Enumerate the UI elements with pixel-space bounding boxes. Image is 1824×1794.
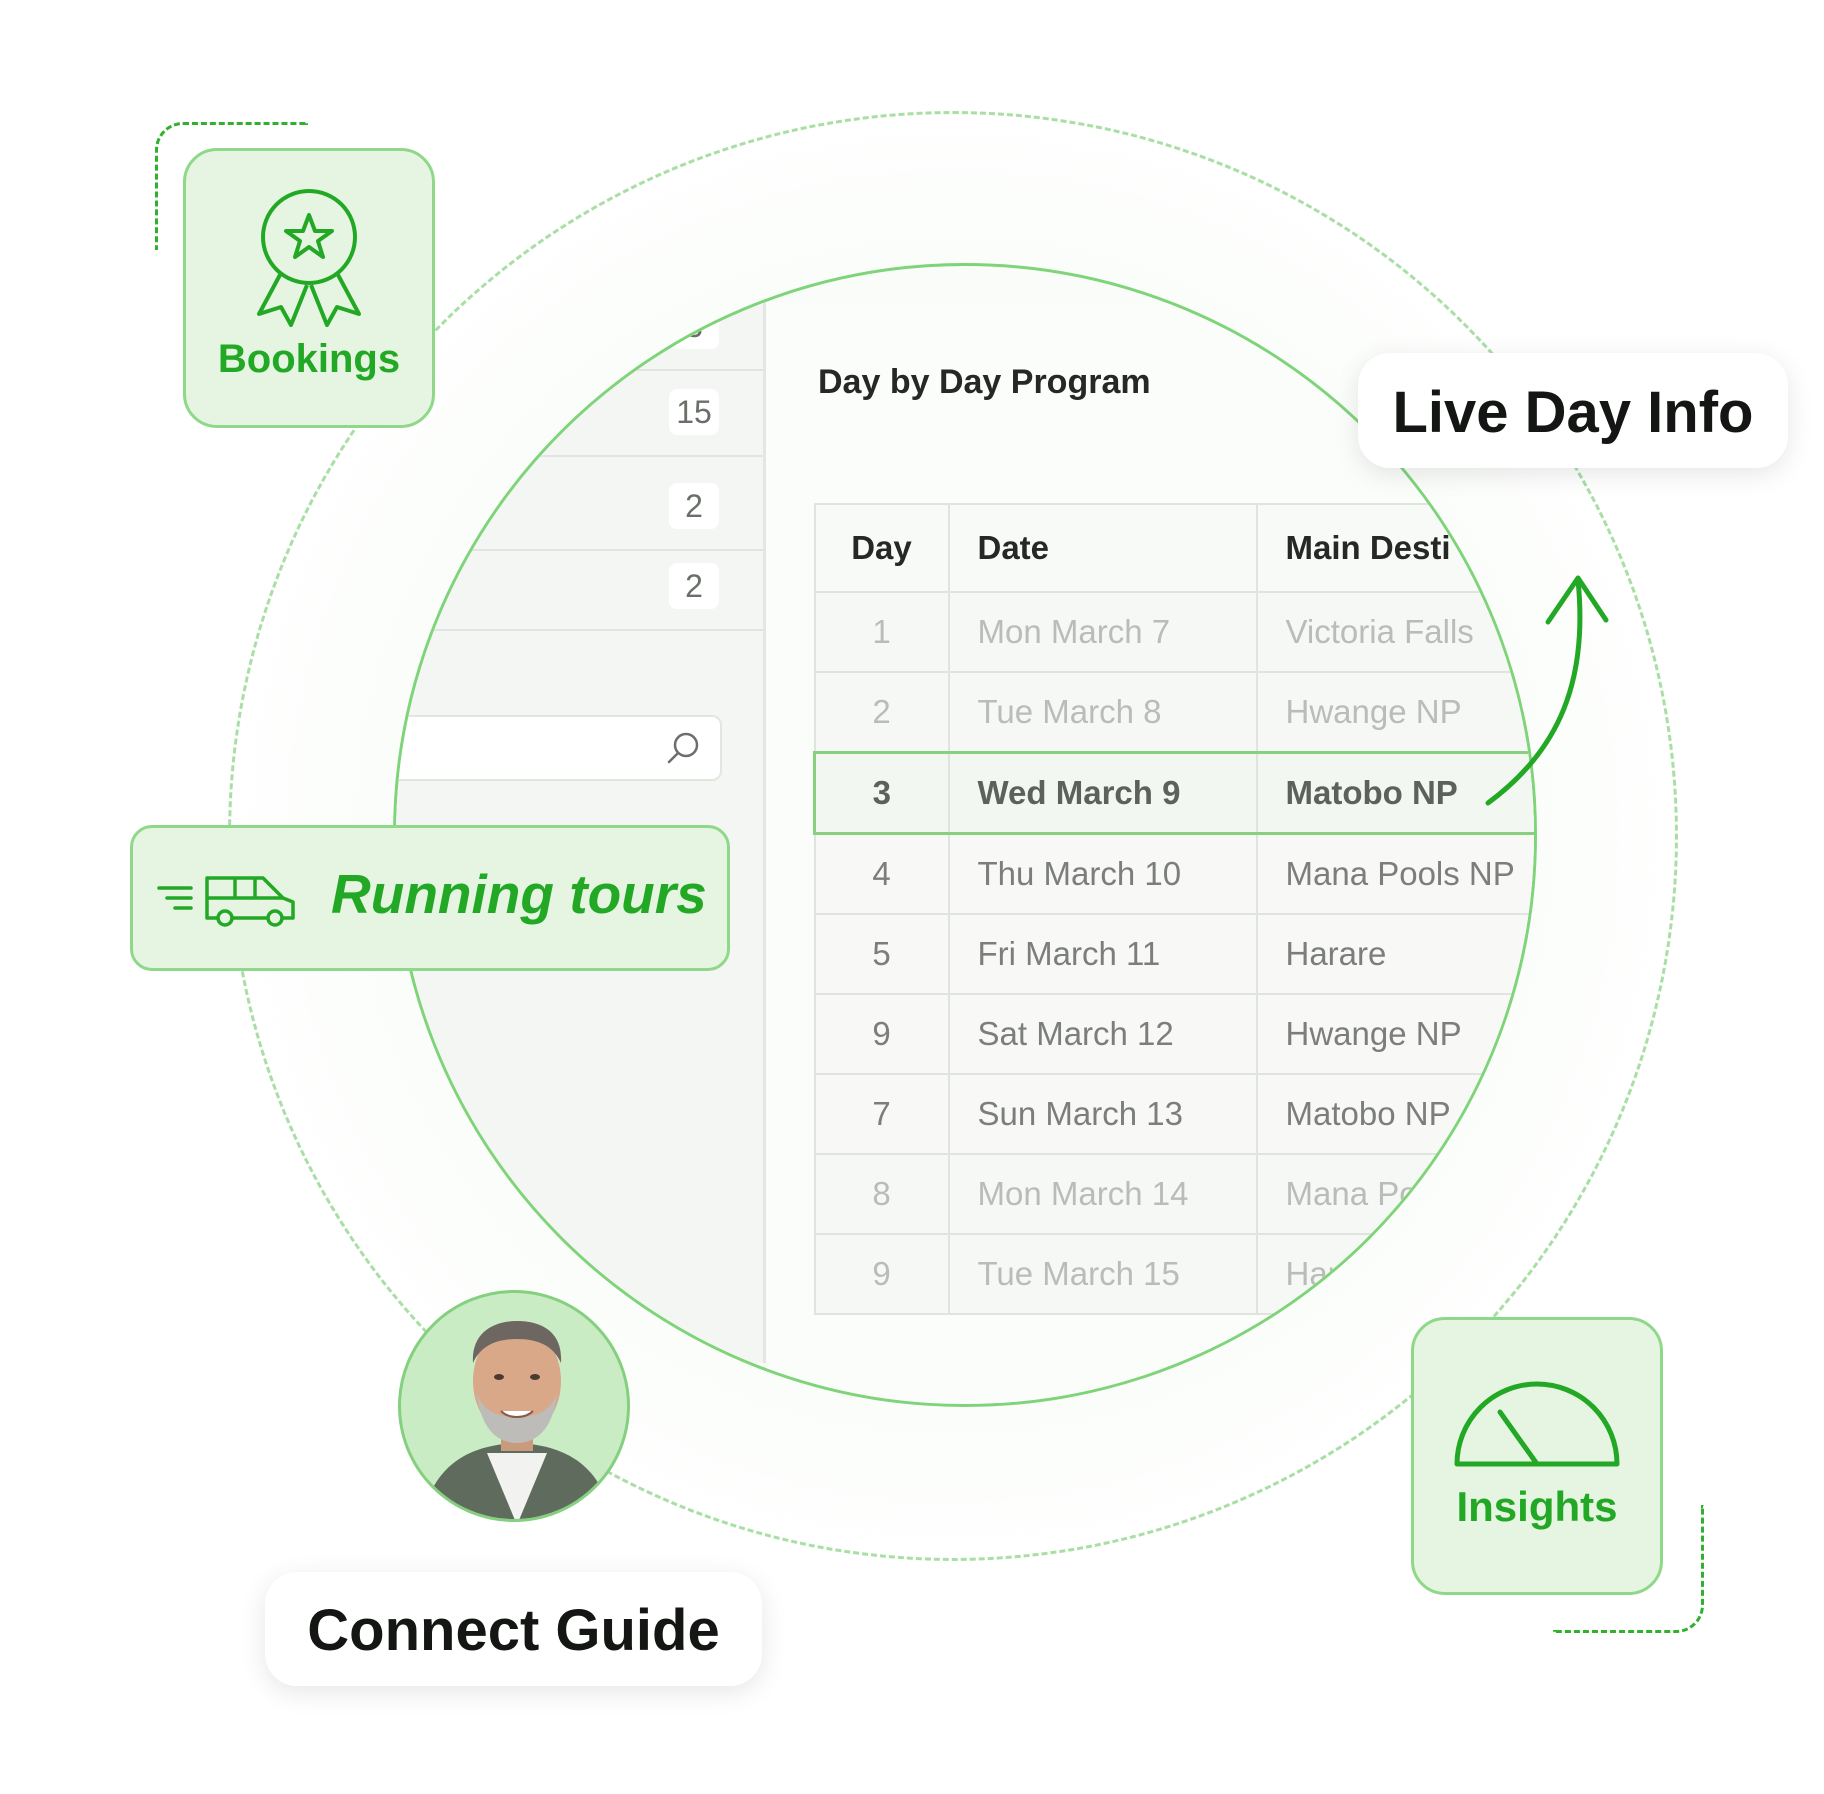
table-row-selected[interactable]: 3 Wed March 9 Matobo NP: [813, 751, 1534, 835]
guide-avatar[interactable]: [398, 1290, 630, 1522]
cell-date: Mon March 7: [947, 591, 1258, 673]
table-row[interactable]: 7 Sun March 13 Matobo NP: [813, 1073, 1534, 1155]
cell-date: Sun March 13: [947, 1073, 1258, 1155]
search-input[interactable]: [396, 715, 722, 781]
cell-destination: Mana Pools NP: [1255, 832, 1534, 915]
dashed-corner-accent: [155, 122, 308, 250]
list-item[interactable]: 2: [396, 543, 763, 631]
curved-arrow-icon: [1485, 575, 1609, 806]
cell-date: Mon March 14: [947, 1153, 1258, 1235]
bookings-card[interactable]: Bookings: [183, 148, 435, 428]
cell-day: 9: [813, 1233, 950, 1315]
insights-card[interactable]: Insights: [1411, 1317, 1663, 1595]
table-row[interactable]: 9 Sat March 12 Hwange NP: [813, 993, 1534, 1075]
search-icon: [667, 732, 699, 764]
cell-date: Sat March 12: [947, 993, 1258, 1075]
cell-day: 1: [813, 591, 950, 673]
bookings-label: Bookings: [217, 337, 401, 381]
cell-destination: Harare: [1255, 913, 1534, 995]
cell-day: 5: [813, 913, 950, 995]
count-badge: 2: [669, 563, 719, 609]
award-ribbon-icon: [257, 189, 361, 327]
guide-portrait: [422, 1321, 612, 1519]
dashed-corner-accent: [1553, 1505, 1704, 1633]
cell-destination: Har: [1255, 1233, 1534, 1315]
list-item[interactable]: 3: [396, 283, 763, 371]
connect-guide-badge[interactable]: Connect Guide: [265, 1572, 762, 1686]
day-program-table: Day Date Main Desti 1 Mon March 7 Victor…: [813, 503, 1534, 1315]
cell-day: 4: [813, 832, 950, 915]
table-header-row: Day Date Main Desti: [813, 503, 1534, 593]
live-day-info-label: Live Day Info: [1392, 380, 1754, 445]
cell-destination: Victoria Falls: [1255, 591, 1534, 673]
table-row[interactable]: 5 Fri March 11 Harare: [813, 913, 1534, 995]
table-row[interactable]: 8 Mon March 14 Mana Po: [813, 1153, 1534, 1235]
count-badge: 3: [669, 303, 719, 349]
cell-day: 2: [813, 671, 950, 754]
live-day-info-badge[interactable]: Live Day Info: [1358, 353, 1788, 468]
list-item[interactable]: 2: [396, 463, 763, 551]
cell-day: 8: [813, 1153, 950, 1235]
table-row[interactable]: 4 Thu March 10 Mana Pools NP: [813, 832, 1534, 915]
count-badge: 2: [669, 483, 719, 529]
moving-van-icon: [157, 876, 295, 927]
cell-destination: Hwange NP: [1255, 671, 1534, 754]
table-row[interactable]: 9 Tue March 15 Har: [813, 1233, 1534, 1315]
count-badge: 15: [669, 389, 719, 435]
cell-day: 7: [813, 1073, 950, 1155]
cell-destination: Matobo NP: [1255, 751, 1534, 835]
cell-destination: Matobo NP: [1255, 1073, 1534, 1155]
table-row[interactable]: 2 Tue March 8 Hwange NP: [813, 671, 1534, 754]
list-item[interactable]: 15: [396, 369, 763, 457]
cell-destination: Hwange NP: [1255, 993, 1534, 1075]
running-tours-card[interactable]: Running tours: [130, 825, 730, 971]
running-tours-label: Running tours: [331, 863, 707, 925]
connect-guide-label: Connect Guide: [307, 1598, 720, 1663]
cell-day: 3: [813, 751, 950, 835]
insights-label: Insights: [1456, 1483, 1618, 1530]
cell-destination: Mana Po: [1255, 1153, 1534, 1235]
cell-day: 9: [813, 993, 950, 1075]
column-header-day[interactable]: Day: [813, 503, 950, 593]
cell-date: Wed March 9: [947, 751, 1258, 835]
cell-date: Thu March 10: [947, 832, 1258, 915]
gauge-icon: [1454, 1381, 1620, 1467]
column-header-destination[interactable]: Main Desti: [1255, 503, 1534, 593]
table-row[interactable]: 1 Mon March 7 Victoria Falls: [813, 591, 1534, 673]
cell-date: Tue March 8: [947, 671, 1258, 754]
column-header-date[interactable]: Date: [947, 503, 1258, 593]
cell-date: Fri March 11: [947, 913, 1258, 995]
page-title: Day by Day Program: [818, 363, 1151, 401]
cell-date: Tue March 15: [947, 1233, 1258, 1315]
